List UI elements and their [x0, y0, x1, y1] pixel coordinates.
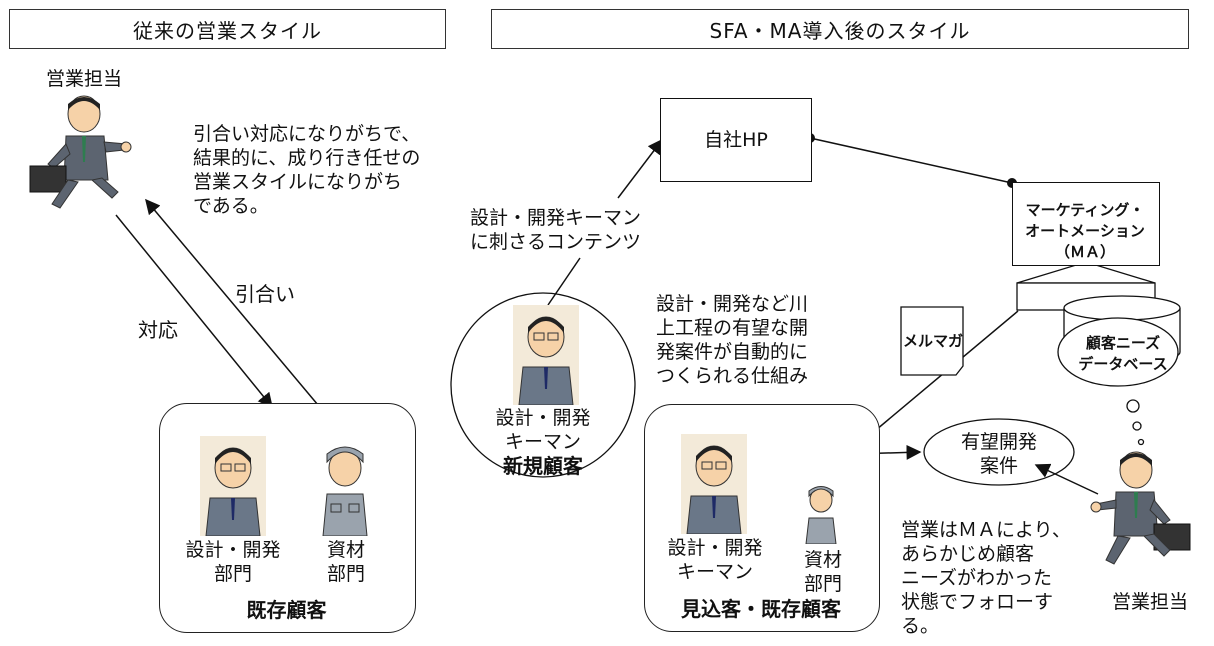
new-customer-title: 新規顧客	[503, 454, 583, 478]
new-customer-circle	[450, 292, 636, 478]
sales-to-opportunity-arrow	[1034, 463, 1099, 495]
prospect-customer-title: 見込客・既存顧客	[681, 597, 841, 621]
marketing-automation-label: マーケティング・ オートメーション （ＭＡ）	[1025, 201, 1145, 261]
right-sales-label: 営業担当	[1112, 591, 1189, 613]
content-label: 設計・開発キーマン に刺さるコンテンツ	[470, 207, 642, 253]
prospect-materials-person-icon	[805, 486, 837, 544]
design-department-label: 設計・開発 部門	[185, 539, 281, 585]
inquiry-arrow	[145, 198, 319, 406]
inquiry-label: 引合い	[235, 282, 295, 306]
database-label: 顧客ニーズ データベース	[1078, 334, 1168, 373]
newsletter-shape	[900, 306, 964, 376]
prospect-keyman-label: 設計・開発 キーマン	[667, 537, 763, 583]
response-arrow	[115, 214, 273, 409]
left-header: 従来の営業スタイル	[9, 9, 446, 49]
design-department-person-icon	[200, 436, 266, 536]
left-sales-label: 営業担当	[46, 68, 123, 90]
opportunity-label: 有望開発 案件	[960, 431, 1037, 477]
existing-customer-title: 既存顧客	[246, 598, 327, 622]
company-hp-box: 自社HP	[660, 98, 812, 182]
thought-dot-medium	[1132, 421, 1142, 431]
newsletter-label: メルマガ	[902, 332, 963, 350]
thought-cloud	[1057, 317, 1179, 387]
right-sales-person-icon	[1090, 451, 1191, 565]
opportunity-ellipse	[923, 418, 1075, 486]
marketing-automation-box	[1012, 182, 1160, 266]
new-customer-keyman-label: 設計・開発 キーマン	[495, 407, 591, 453]
materials-department-label: 資材 部門	[326, 539, 365, 585]
new-customer-keyman-icon	[513, 305, 579, 405]
hp-ma-line	[809, 137, 1013, 184]
left-sales-person-icon	[29, 95, 132, 209]
company-hp-label: 自社HP	[704, 129, 768, 151]
thought-dot-large	[1126, 399, 1140, 413]
materials-department-person-icon	[322, 446, 368, 536]
content-to-newcustomer-line	[547, 257, 581, 306]
mechanism-description: 設計・開発など川 上工程の有望な開 発案件が自動的に つくられる仕組み	[656, 293, 809, 387]
right-header: SFA・MA導入後のスタイル	[491, 9, 1189, 49]
follow-description: 営業はＭＡにより、 あらかじめ顧客 ニーズがわかった 状態でフォローす る。	[901, 519, 1071, 637]
response-label: 対応	[138, 318, 178, 342]
thought-dot-small	[1137, 438, 1145, 446]
left-description: 引合い対応になりがちで、 結果的に、成り行き任せの 営業スタイルになりがち であ…	[193, 123, 421, 217]
prospect-materials-label: 資材 部門	[803, 549, 842, 595]
prospect-keyman-icon	[681, 434, 747, 534]
content-to-hp-arrow	[617, 138, 663, 199]
